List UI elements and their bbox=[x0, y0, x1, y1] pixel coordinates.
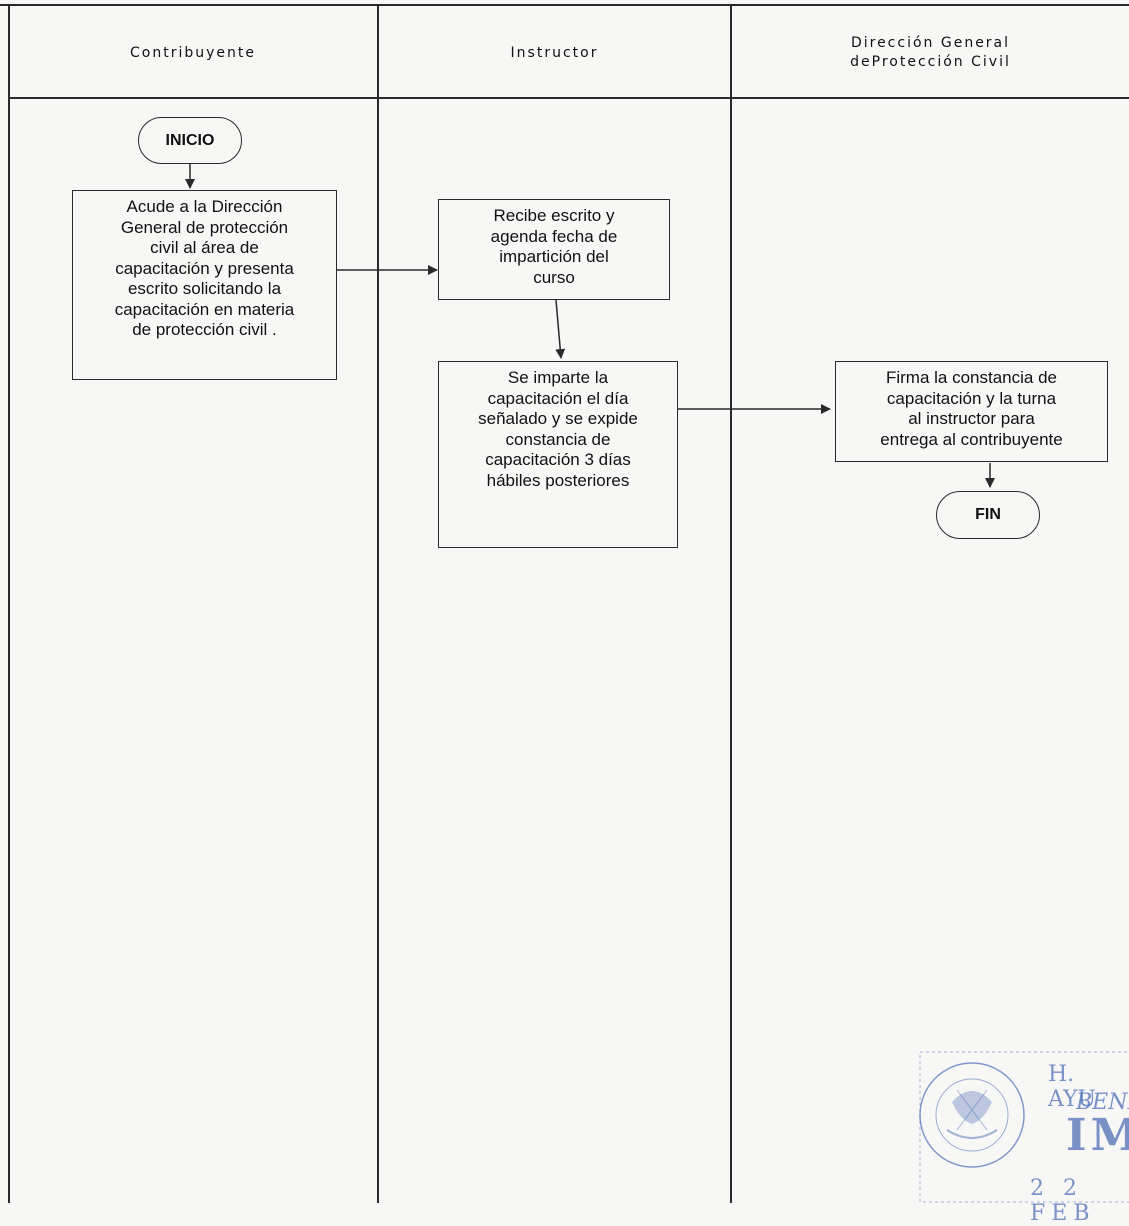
lane-header-contribuyente: Contribuyente bbox=[130, 44, 256, 61]
official-seal-stamp bbox=[919, 1051, 1129, 1203]
step-recibe: Recibe escrito y agenda fecha de imparti… bbox=[438, 199, 670, 300]
lane-divider-2 bbox=[730, 5, 732, 1203]
step-acude: Acude a la Dirección General de protecci… bbox=[72, 190, 337, 380]
header-divider bbox=[8, 97, 1129, 99]
lane-divider-1 bbox=[377, 5, 379, 1203]
start-terminator: INICIO bbox=[138, 117, 242, 164]
lane-header-direccion-general: Dirección General deProtección Civil bbox=[850, 35, 1011, 70]
lane-header-instructor: Instructor bbox=[510, 44, 599, 61]
step-imparte: Se imparte la capacitación el día señala… bbox=[438, 361, 678, 548]
stamp-text-line1: H. AYU bbox=[1048, 1062, 1097, 1112]
step-firma: Firma la constancia de capacitación y la… bbox=[835, 361, 1108, 462]
end-terminator: FIN bbox=[936, 491, 1040, 539]
stamp-text-line3: IM bbox=[1066, 1110, 1129, 1161]
arrow-recibe-to-imparte bbox=[555, 299, 566, 359]
stamp-text-date: 2 2 FEB bbox=[1030, 1176, 1096, 1226]
top-border bbox=[0, 4, 1129, 6]
lane-divider-left-border bbox=[8, 5, 10, 1203]
